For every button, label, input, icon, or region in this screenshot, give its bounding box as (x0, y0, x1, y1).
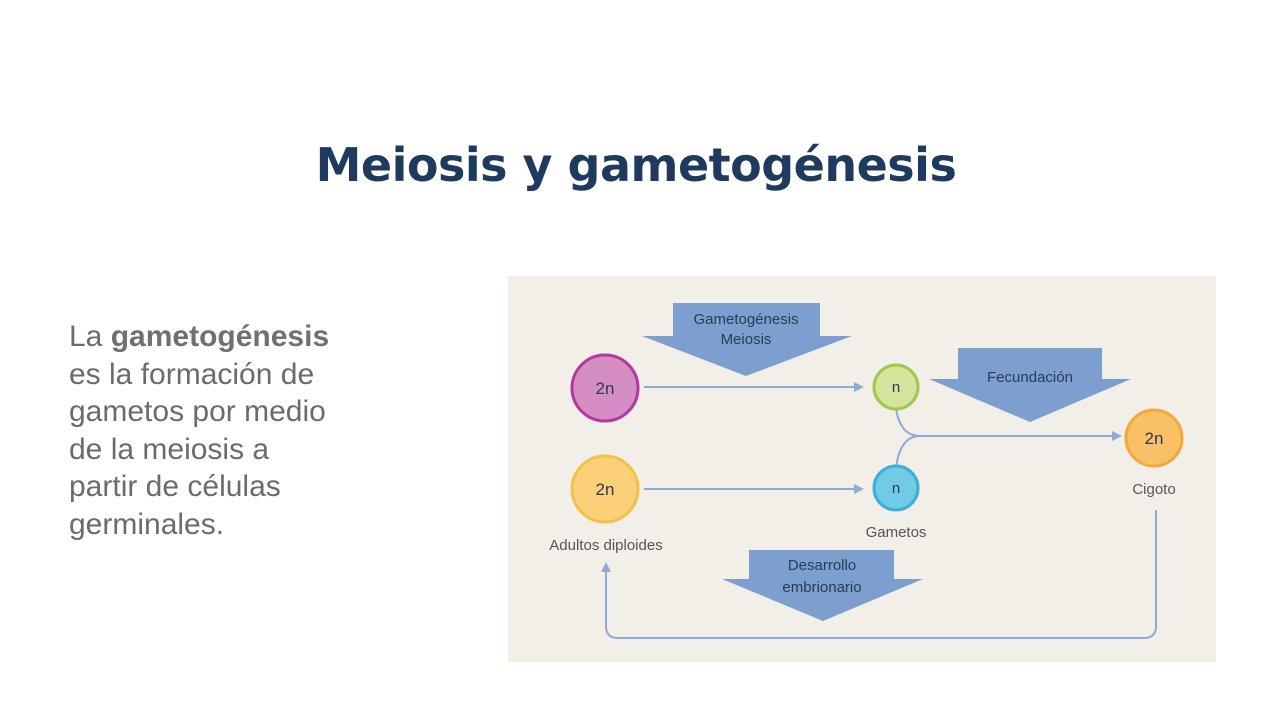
desarrollo-label-1: Desarrollo (788, 557, 856, 574)
gametogenesis-label-2: Meiosis (721, 331, 772, 348)
fecundacion-label: Fecundación (987, 369, 1073, 386)
body-line-5: partir de células (69, 470, 281, 503)
gametogenesis-block-arrow (642, 303, 852, 376)
gametes-caption: Gametos (866, 524, 927, 541)
development-return-connector (601, 510, 1157, 639)
gamete-cell-bottom (872, 464, 920, 512)
life-cycle-diagram: Gametogénesis Meiosis Fecundación Desarr… (508, 276, 1216, 662)
desarrollo-block-arrow (722, 550, 923, 621)
parent-cell-bottom (570, 454, 640, 524)
body-prefix: La (69, 320, 111, 353)
zygote-cell (1124, 408, 1184, 468)
body-line-3: gametos por medio (69, 395, 326, 428)
parent-cell-top (570, 353, 640, 423)
gametogenesis-label-1: Gametogénesis (693, 311, 798, 328)
slide-title: Meiosis y gametogénesis (315, 138, 957, 192)
fecundacion-block-arrow (929, 348, 1131, 422)
diagram-canvas: Gametogénesis Meiosis Fecundación Desarr… (549, 303, 1184, 639)
adults-caption: Adultos diploides (549, 537, 662, 554)
body-emphasis: gametogénesis (110, 320, 330, 353)
zygote-cell-label: 2n (1145, 429, 1164, 448)
parent-cell-bottom-label: 2n (596, 480, 615, 499)
fertilization-connector-lower (895, 435, 921, 469)
gamete-cell-bottom-label: n (892, 480, 900, 497)
body-line-6: germinales. (69, 507, 225, 541)
body-line-2: es la formación de (69, 357, 315, 391)
gamete-cell-top (872, 363, 920, 411)
gamete-cell-top-label: n (892, 379, 900, 396)
parent-cell-top-label: 2n (596, 379, 615, 398)
zygote-caption: Cigoto (1132, 481, 1175, 498)
body-line-4: de la meiosis a (69, 432, 270, 466)
body-text: La gametogénesis es la formación de game… (69, 318, 399, 543)
desarrollo-label-2: embrionario (782, 579, 861, 596)
